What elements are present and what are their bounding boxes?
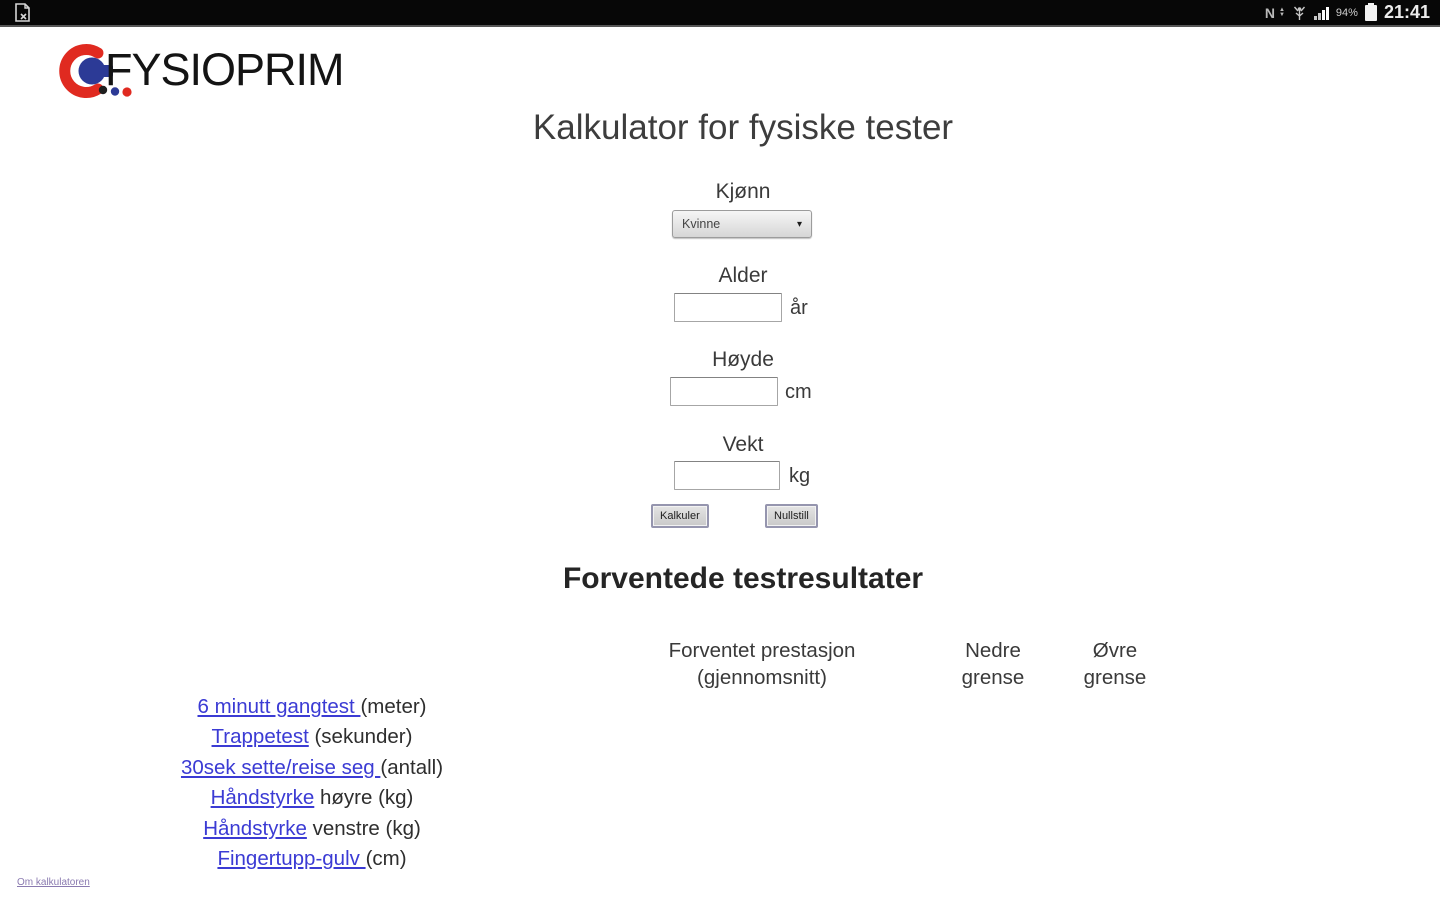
column-header-upper-line2: grense — [1083, 666, 1147, 689]
test-row: 6 minutt gangtest (meter) — [88, 692, 536, 722]
document-x-icon — [15, 2, 30, 22]
column-header-expected-line2: (gjennomsnitt) — [697, 666, 827, 689]
column-header-lower: Nedre grense — [947, 637, 1039, 691]
about-calculator-link[interactable]: Om kalkulatoren — [17, 877, 90, 888]
data-updown-icon: ▲▼ — [1278, 6, 1285, 18]
test-link-fingertupp-gulv[interactable]: Fingertupp-gulv — [217, 847, 366, 871]
android-status-bar: N ▲▼ 94% 21:41 — [0, 0, 1440, 27]
test-unit: (cm) — [365, 847, 407, 871]
chevron-down-icon: ▾ — [796, 218, 802, 230]
column-header-upper-line1: Øvre — [1092, 639, 1138, 662]
test-unit: venstre (kg) — [306, 816, 421, 840]
age-label: Alder — [718, 264, 768, 287]
height-unit: cm — [785, 381, 812, 403]
gender-select-value: Kvinne — [682, 217, 721, 231]
battery-percent: 94% — [1335, 6, 1358, 19]
signal-strength-icon — [1313, 6, 1329, 20]
age-unit: år — [790, 297, 808, 319]
test-unit: (meter) — [360, 695, 427, 718]
test-link-6min-gangtest[interactable]: 6 minutt gangtest — [197, 695, 361, 718]
test-row: Trappetest (sekunder) — [88, 722, 536, 752]
fysioprim-logo-mark — [59, 44, 132, 98]
test-list: 6 minutt gangtest (meter) Trappetest (se… — [88, 692, 536, 874]
column-header-lower-line2: grense — [961, 666, 1025, 689]
column-header-upper: Øvre grense — [1068, 637, 1162, 691]
test-link-handstyrke-venstre[interactable]: Håndstyrke — [203, 816, 307, 840]
gender-select[interactable]: Kvinne ▾ — [672, 210, 812, 238]
test-unit: høyre (kg) — [314, 786, 414, 810]
height-input[interactable] — [670, 377, 778, 406]
test-row: Håndstyrke venstre (kg) — [88, 814, 536, 844]
gender-label: Kjønn — [715, 180, 771, 203]
battery-icon — [1364, 3, 1377, 21]
fysioprim-logo: FYSIOPRIM — [55, 40, 345, 102]
column-header-expected: Forventet prestasjon (gjennomsnitt) — [622, 637, 902, 691]
column-header-expected-line1: Forventet prestasjon — [668, 639, 856, 662]
logo-wordmark: FYSIOPRIM — [105, 44, 345, 95]
test-link-trappetest[interactable]: Trappetest — [211, 725, 309, 749]
height-label: Høyde — [712, 348, 774, 371]
test-row: Håndstyrke høyre (kg) — [88, 783, 536, 813]
weight-unit: kg — [789, 465, 811, 487]
age-input[interactable] — [674, 293, 782, 322]
page-title: Kalkulator for fysiske tester — [532, 108, 954, 147]
clock-text: 21:41 — [1383, 2, 1430, 22]
column-header-lower-line1: Nedre — [965, 639, 1021, 662]
weight-input[interactable] — [674, 461, 780, 490]
weight-label: Vekt — [722, 433, 764, 456]
calculate-button[interactable]: Kalkuler — [651, 504, 709, 528]
test-row: Fingertupp-gulv (cm) — [88, 844, 536, 874]
test-row: 30sek sette/reise seg (antall) — [88, 753, 536, 783]
test-unit: (antall) — [380, 755, 444, 779]
nfc-icon: N — [1264, 4, 1275, 21]
results-heading: Forventede testresultater — [562, 562, 924, 595]
test-unit: (sekunder) — [308, 725, 413, 749]
test-link-30sek-sette-reise[interactable]: 30sek sette/reise seg — [180, 755, 381, 779]
reset-button[interactable]: Nullstill — [765, 504, 818, 528]
test-link-handstyrke-hoyre[interactable]: Håndstyrke — [210, 786, 315, 810]
antenna-icon — [1293, 6, 1305, 20]
